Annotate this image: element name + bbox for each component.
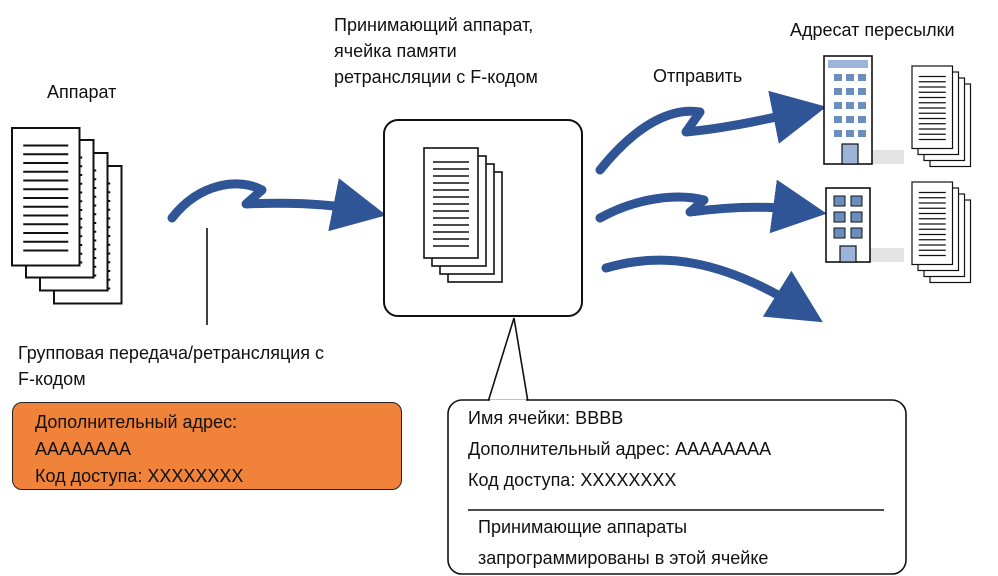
building-icon <box>823 55 904 165</box>
sender-sub-address-value: AAAAAAAA <box>35 439 132 459</box>
send-arrow-icon <box>595 90 827 175</box>
memory-box-info: Имя ячейки: BBBB Дополнительный адрес: A… <box>468 405 771 494</box>
document-stack-icon <box>912 66 971 167</box>
box-access-code: Код доступа: XXXXXXXX <box>468 470 677 490</box>
send-arrow-icon <box>595 179 827 234</box>
receiving-title: Принимающий аппарат, ячейка памяти ретра… <box>334 15 538 87</box>
sender-document-stack-icon <box>12 128 122 304</box>
apparatus-label: Аппарат <box>47 82 117 102</box>
document-stack-icon <box>912 182 971 283</box>
callout-pointer <box>487 317 529 403</box>
memory-box-note: Принимающие аппараты запрограммированы в… <box>478 517 769 568</box>
sender-access-code: Код доступа: XXXXXXXX <box>35 466 244 486</box>
forward-addressee-label: Адресат пересылки <box>790 20 955 40</box>
send-label: Отправить <box>653 66 743 86</box>
send-arrow-icon <box>601 255 823 323</box>
transmission-arrow-icon <box>167 178 387 232</box>
building-icon <box>825 187 904 263</box>
box-name: Имя ячейки: BBBB <box>468 408 624 428</box>
callout-box <box>447 399 907 575</box>
group-transmission-label: Групповая передача/ретрансляция с F-кодо… <box>18 343 325 389</box>
box-sub-address: Дополнительный адрес: AAAAAAAA <box>468 439 772 459</box>
sender-sub-address: Дополнительный адрес: <box>35 412 238 432</box>
relay-document-stack-icon <box>424 148 502 282</box>
sender-address-box: Дополнительный адрес: AAAAAAAA Код досту… <box>12 402 402 490</box>
